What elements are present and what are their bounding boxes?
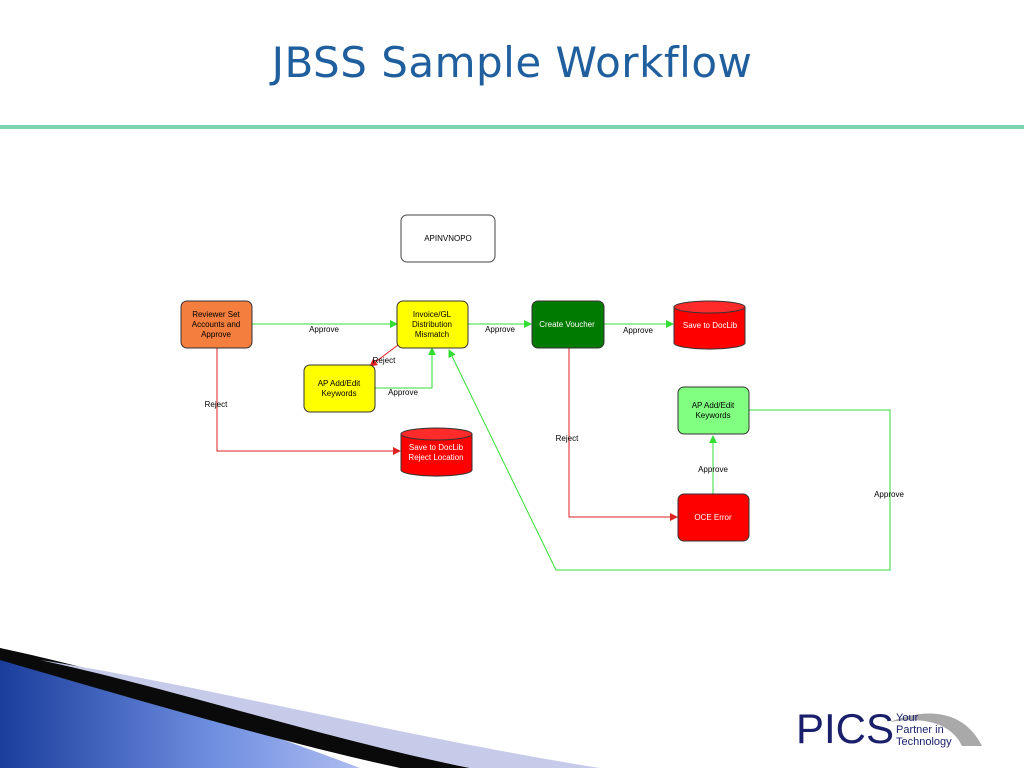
node-voucher-label: Create Voucher	[539, 320, 595, 329]
logo-tagline-1: Your	[896, 712, 919, 724]
label-voucher-approve: Approve	[623, 326, 653, 335]
node-create-voucher: Create Voucher	[531, 300, 605, 349]
node-save-doclib-label: Save to DocLib	[683, 321, 738, 330]
label-invoice-reject: Reject	[373, 356, 396, 365]
edge-reviewer-reject	[216, 348, 401, 455]
node-save-doclib: Save to DocLib	[673, 300, 746, 350]
node-ap-add-edit-1: AP Add/Edit Keywords	[303, 364, 376, 413]
edge-loop-approve	[448, 349, 891, 571]
node-apinvnopo: APINVNOPO	[400, 214, 496, 263]
title-divider	[0, 125, 1024, 129]
node-save-reject-line-1: Save to DocLib	[409, 443, 464, 452]
label-reviewer-reject: Reject	[205, 400, 228, 409]
node-reviewer: Reviewer Set Accounts and Approve	[180, 300, 253, 349]
label-ap-edit-approve: Approve	[388, 388, 418, 397]
node-ap-edit-2-line-2: Keywords	[695, 411, 730, 420]
label-oce-approve: Approve	[698, 465, 728, 474]
node-ap-add-edit-2: AP Add/Edit Keywords	[677, 386, 750, 435]
node-invoice-line-2: Distribution	[412, 320, 452, 329]
node-invoice-line-3: Mismatch	[415, 330, 449, 339]
page-title: JBSS Sample Workflow	[271, 38, 753, 87]
pics-logo: PICS Your Partner in Technology	[796, 705, 982, 752]
edge-voucher-reject	[568, 348, 678, 521]
node-ap-edit-1-line-2: Keywords	[321, 389, 356, 398]
edge-ap-edit-approve	[375, 347, 436, 389]
node-reviewer-line-1: Reviewer Set	[192, 310, 240, 319]
edge-invoice-reject	[369, 344, 399, 367]
node-apinvnopo-label: APINVNOPO	[424, 234, 472, 243]
node-save-reject: Save to DocLib Reject Location	[400, 427, 473, 477]
node-reviewer-line-2: Accounts and	[192, 320, 240, 329]
label-voucher-reject: Reject	[556, 434, 579, 443]
decorative-swoosh	[0, 648, 600, 768]
logo-tagline-2: Partner in	[896, 724, 944, 736]
node-reviewer-line-3: Approve	[201, 330, 231, 339]
label-reviewer-approve: Approve	[309, 325, 339, 334]
node-ap-edit-2-line-1: AP Add/Edit	[692, 401, 735, 410]
node-invoice-gl: Invoice/GL Distribution Mismatch	[396, 300, 469, 349]
label-loop-approve: Approve	[874, 490, 904, 499]
node-save-reject-line-2: Reject Location	[408, 453, 463, 462]
node-invoice-line-1: Invoice/GL	[413, 310, 452, 319]
logo-text: PICS	[796, 705, 894, 752]
node-ap-edit-1-line-1: AP Add/Edit	[318, 379, 361, 388]
node-oce-error-label: OCE Error	[694, 513, 732, 522]
logo-swoosh-icon	[890, 713, 982, 746]
node-oce-error: OCE Error	[677, 493, 750, 542]
logo-tagline-3: Technology	[896, 736, 952, 748]
label-invoice-approve: Approve	[485, 325, 515, 334]
